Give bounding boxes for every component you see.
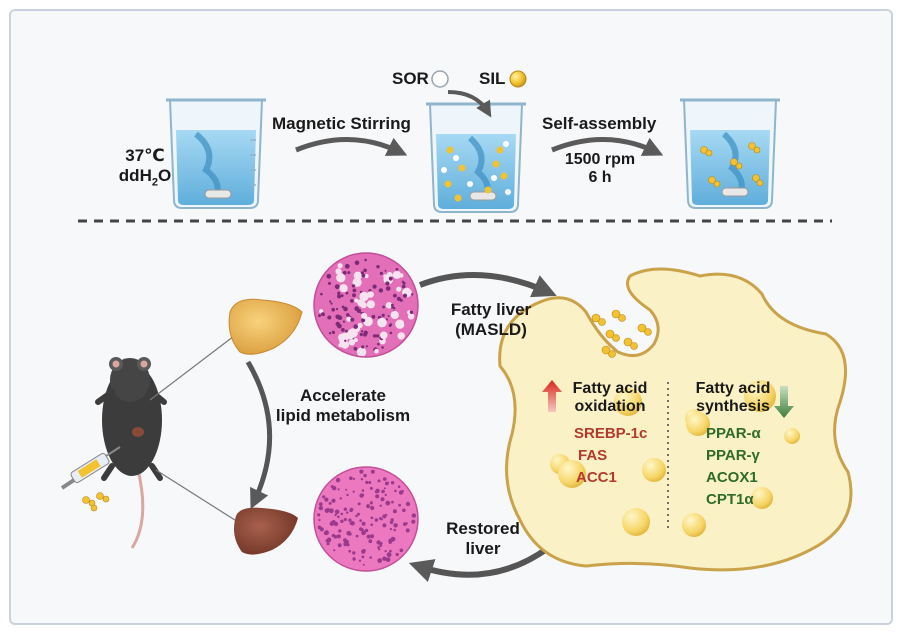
up-arrow-icon — [542, 380, 562, 412]
synthesis-line1: Fatty acid — [695, 380, 771, 397]
accelerate-arrow — [245, 360, 273, 510]
beaker-water — [166, 98, 266, 209]
restored-arrow — [408, 545, 550, 582]
accelerate-line1: Accelerate — [299, 386, 386, 405]
speed-text: 1500 rpm — [564, 151, 636, 168]
gene-item: ACOX1 — [706, 469, 758, 486]
fatty-liver-label: Fatty liver (MASLD) — [436, 300, 546, 339]
solvent-base: ddH — [118, 165, 152, 185]
syringe-icon — [60, 446, 121, 490]
sil-ball — [509, 70, 527, 88]
nanoparticle-cluster — [591, 309, 652, 358]
down-arrow-icon — [774, 386, 794, 418]
hepatocyte-cell — [498, 267, 853, 572]
left-gene-list: SREBP-1c FAS ACC1 — [574, 423, 647, 489]
gene-item: PPAR-α — [706, 425, 761, 442]
restored-histology — [313, 466, 419, 572]
sor-ball — [431, 70, 449, 88]
beaker-mixing — [426, 102, 526, 213]
solvent-tail: O — [157, 165, 172, 185]
gene-item: ACC1 — [576, 469, 617, 486]
assembly-label: Self-assembly — [542, 114, 657, 133]
solvent-sub: 2 — [151, 175, 158, 188]
injected-particles — [82, 492, 110, 512]
beaker-assembled — [680, 98, 780, 209]
oxidation-line1: Fatty acid — [572, 380, 648, 397]
fatty-histology — [313, 252, 419, 358]
restored-line1: Restored — [446, 519, 520, 538]
synthesis-label: Fatty acid synthesis — [688, 380, 778, 417]
fatty-liver-line1: Fatty liver — [450, 300, 532, 319]
accelerate-label: Accelerate lipid metabolism — [268, 386, 418, 425]
gene-item: PPAR-γ — [706, 447, 760, 464]
assembly-arrow — [551, 137, 664, 156]
feed-arrow — [447, 90, 492, 118]
sor-label: SOR — [392, 69, 429, 88]
mouse-illustration — [95, 357, 167, 549]
oxidation-label: Fatty acid oxidation — [564, 380, 656, 417]
synthesis-line2: synthesis — [696, 398, 770, 416]
sil-label: SIL — [479, 69, 506, 88]
right-gene-list: PPAR-α PPAR-γ ACOX1 CPT1α — [706, 423, 761, 511]
assembly-conditions: 1500 rpm 6 h — [556, 151, 644, 188]
temperature-text: 37℃ — [125, 146, 165, 165]
lipid-droplets — [550, 380, 800, 537]
restored-liver-icon — [234, 507, 298, 555]
gene-item: SREBP-1c — [574, 425, 648, 442]
fatty-liver-line2: (MASLD) — [455, 319, 527, 339]
fatty-arrow — [418, 272, 557, 298]
gene-item: CPT1α — [706, 491, 754, 508]
accelerate-line2: lipid metabolism — [275, 405, 411, 425]
gene-item: FAS — [578, 447, 608, 464]
time-text: 6 h — [588, 169, 612, 187]
stirring-arrow — [295, 137, 408, 156]
fatty-liver-icon — [228, 298, 303, 355]
restored-label: Restored liver — [436, 519, 530, 558]
condition-label: 37℃ ddH2O — [106, 146, 184, 189]
stirring-label: Magnetic Stirring — [272, 114, 411, 133]
oxidation-line2: oxidation — [574, 398, 646, 416]
restored-line2: liver — [465, 538, 501, 558]
solvent-text: ddH2O — [106, 166, 184, 189]
